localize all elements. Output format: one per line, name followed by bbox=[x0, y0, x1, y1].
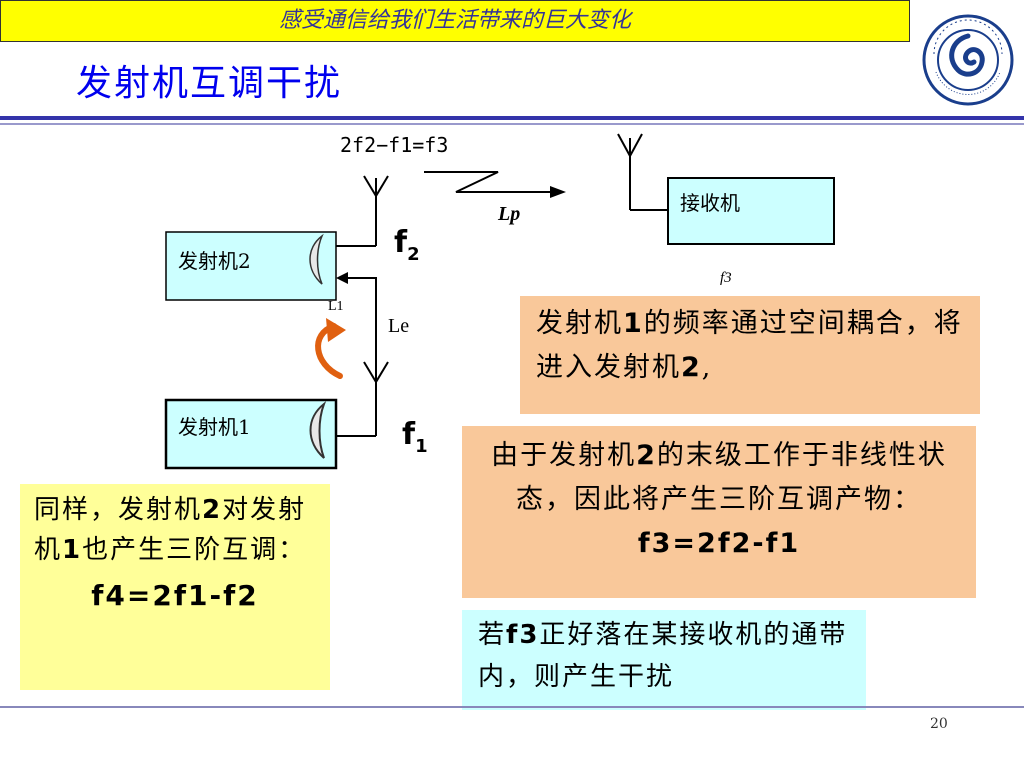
top-banner: 感受通信给我们生活带来的巨大变化 bbox=[0, 0, 910, 42]
f2-label: f2 bbox=[394, 225, 420, 265]
lightning-path bbox=[424, 171, 566, 198]
tx1-label: 发射机1 bbox=[178, 415, 251, 439]
note-interference: 若f3正好落在某接收机的通带内，则产生干扰 bbox=[462, 610, 866, 710]
receiver-antenna-icon bbox=[617, 133, 668, 211]
formula-f3: f3=2f2-f1 bbox=[637, 528, 801, 559]
tx2-signal-icon bbox=[309, 233, 324, 285]
header-divider bbox=[0, 116, 1024, 120]
tx1-signal-icon bbox=[309, 401, 327, 459]
header-divider-thin bbox=[0, 123, 1024, 125]
note-coupling: 发射机1的频率通过空间耦合，将进入发射机2, bbox=[520, 296, 980, 414]
tx2-label: 发射机2 bbox=[178, 249, 251, 273]
note-reverse-intermod: 同样，发射机2对发射机1也产生三阶互调：f4=2f1-f2 bbox=[20, 484, 330, 690]
slide-title: 发射机互调干扰 bbox=[76, 63, 343, 104]
equation-label: 2f2−f1=f3 bbox=[340, 133, 448, 157]
mutual-coupling-arrow-icon bbox=[315, 318, 346, 379]
coupling-path bbox=[336, 272, 377, 374]
receiver-box bbox=[667, 177, 835, 245]
note-nonlinear: 由于发射机2的末级工作于非线性状态，因此将产生三阶互调产物： f3=2f2-f1 bbox=[462, 426, 976, 598]
page-number: 20 bbox=[930, 716, 948, 732]
tx2-antenna-icon bbox=[336, 175, 389, 247]
tx1-antenna-icon bbox=[336, 361, 389, 437]
university-logo-icon bbox=[922, 14, 1014, 106]
tx1-box bbox=[164, 398, 338, 470]
receiver-label: 接收机 bbox=[680, 191, 740, 215]
tx2-box bbox=[165, 231, 337, 301]
footer-divider bbox=[0, 706, 1024, 708]
f1-label: f1 bbox=[402, 417, 428, 457]
formula-f4: f4=2f1-f2 bbox=[91, 579, 259, 612]
le-label: Le bbox=[388, 315, 409, 337]
l1-label: L1 bbox=[328, 299, 344, 314]
receiver-freq: f3 bbox=[720, 270, 732, 286]
path-label-lp: Lp bbox=[497, 203, 520, 225]
